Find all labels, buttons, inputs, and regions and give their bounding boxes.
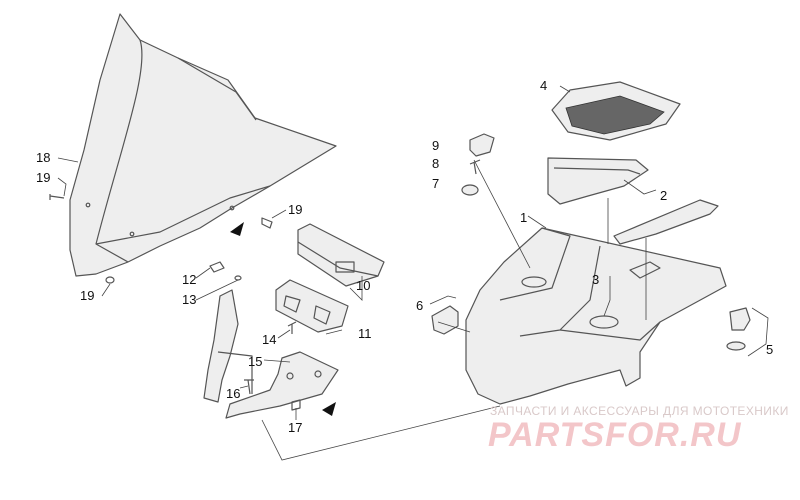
callout-13: 13 xyxy=(182,292,196,307)
support-bracket xyxy=(203,289,339,419)
direction-arrow-icon xyxy=(230,222,244,236)
callout-6: 6 xyxy=(416,298,423,313)
callout-11: 11 xyxy=(358,326,372,341)
screw-17 xyxy=(291,399,301,411)
callout-8: 8 xyxy=(432,156,439,171)
screw-16 xyxy=(244,379,254,395)
washer-13 xyxy=(234,275,242,281)
callout-19-bottom: 19 xyxy=(80,288,94,303)
screw-19-left xyxy=(49,194,65,200)
callout-5: 5 xyxy=(766,342,773,357)
light-6 xyxy=(431,305,459,335)
side-insert-lower xyxy=(613,199,719,245)
callout-19-right: 19 xyxy=(288,202,302,217)
vent-grille xyxy=(551,81,681,141)
callout-10: 10 xyxy=(356,278,370,293)
callout-16: 16 xyxy=(226,386,240,401)
callout-17: 17 xyxy=(288,420,302,435)
screw-19-right xyxy=(261,217,273,229)
hood xyxy=(465,227,727,405)
callout-19-left: 19 xyxy=(36,170,50,185)
callout-labels: 18 19 19 19 12 13 10 11 14 15 16 17 9 8 … xyxy=(36,78,773,435)
nut-12 xyxy=(209,261,225,273)
grommet-7 xyxy=(461,184,479,196)
callout-4: 4 xyxy=(540,78,547,93)
callout-9: 9 xyxy=(432,138,439,153)
callout-12: 12 xyxy=(182,272,196,287)
callout-18: 18 xyxy=(36,150,50,165)
callout-1: 1 xyxy=(520,210,527,225)
leader-lines xyxy=(57,85,769,461)
gauge-bracket xyxy=(275,279,349,333)
callout-7: 7 xyxy=(432,176,439,191)
instrument-housing xyxy=(297,223,385,287)
callout-3: 3 xyxy=(592,272,599,287)
callout-2: 2 xyxy=(660,188,667,203)
watermark-logo: PARTSFOR.RU xyxy=(488,416,742,454)
side-insert-upper xyxy=(547,157,649,205)
screw-19-bottom xyxy=(105,276,115,284)
direction-arrow-icon xyxy=(322,402,336,416)
socket-5 xyxy=(726,307,751,351)
callout-14: 14 xyxy=(262,332,276,347)
cap-9 xyxy=(469,133,495,157)
watermark-subtitle: ЗАПЧАСТИ И АКСЕССУАРЫ ДЛЯ МОТОТЕХНИКИ xyxy=(490,404,789,418)
callout-15: 15 xyxy=(248,354,262,369)
screw-14 xyxy=(287,321,297,334)
windshield xyxy=(69,13,337,277)
